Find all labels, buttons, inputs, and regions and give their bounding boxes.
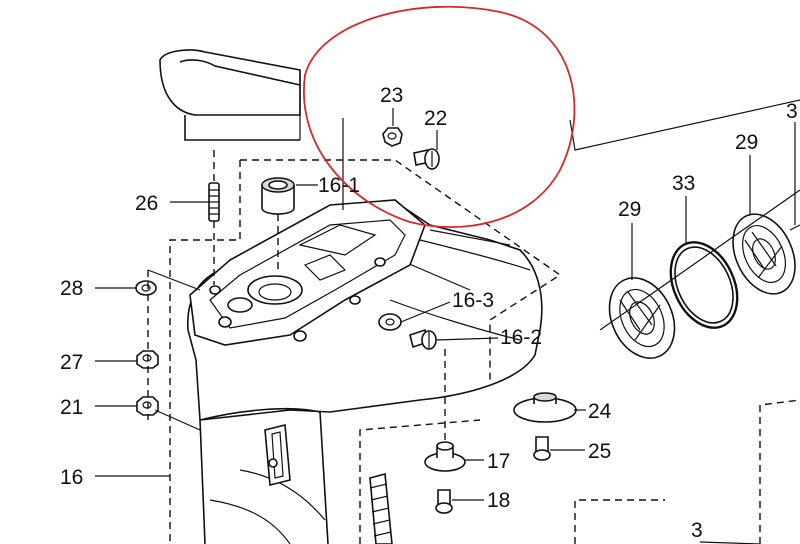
callout-18: 18 [487,489,510,512]
fitting-17 [424,345,466,472]
callout-23: 23 [380,84,403,107]
shaft-axis-line [599,189,800,331]
callout-25: 25 [588,440,611,463]
o-ring-33 [669,241,739,329]
bushing-16-1 [261,177,295,270]
bearing-29-left [608,277,676,359]
upper-casing [159,49,301,141]
callout-28: 28 [60,277,83,300]
callout-16-1: 16-1 [318,174,360,197]
right-edge-stub [789,224,800,231]
nut-23 [382,127,403,147]
callout-33: 33 [672,172,695,195]
callout-29-left: 29 [618,198,641,221]
callout-27: 27 [60,351,83,374]
callout-29-right: 29 [735,131,758,154]
callout-21: 21 [60,396,83,419]
callout-26: 26 [135,192,158,215]
leader-21-housing [154,409,201,431]
stud-26 [208,150,220,285]
screw-18 [435,489,453,514]
callout-16-3: 16-3 [452,289,494,312]
callout-3: 3 [691,519,703,542]
bearing-29-right [732,213,796,295]
callout-22: 22 [424,107,447,130]
upper-right-edge [569,99,800,151]
washer-16-3 [378,313,402,331]
highlight-circle [303,5,576,228]
leader-28-housing [147,269,201,291]
screw-25 [533,436,551,461]
leader-lines [95,108,796,544]
washer-28 [135,280,157,296]
screw-16-2 [409,328,437,350]
grommet-24 [513,392,577,423]
callout-24: 24 [588,400,612,423]
callout-16: 16 [60,466,83,489]
callout-3-top: 3 [786,100,798,123]
lower-casing-dashed-outline [169,159,800,544]
callout-16-2: 16-2 [500,326,542,349]
lower-unit-housing [187,199,543,544]
callout-17: 17 [487,450,510,473]
screw-22 [413,148,440,170]
